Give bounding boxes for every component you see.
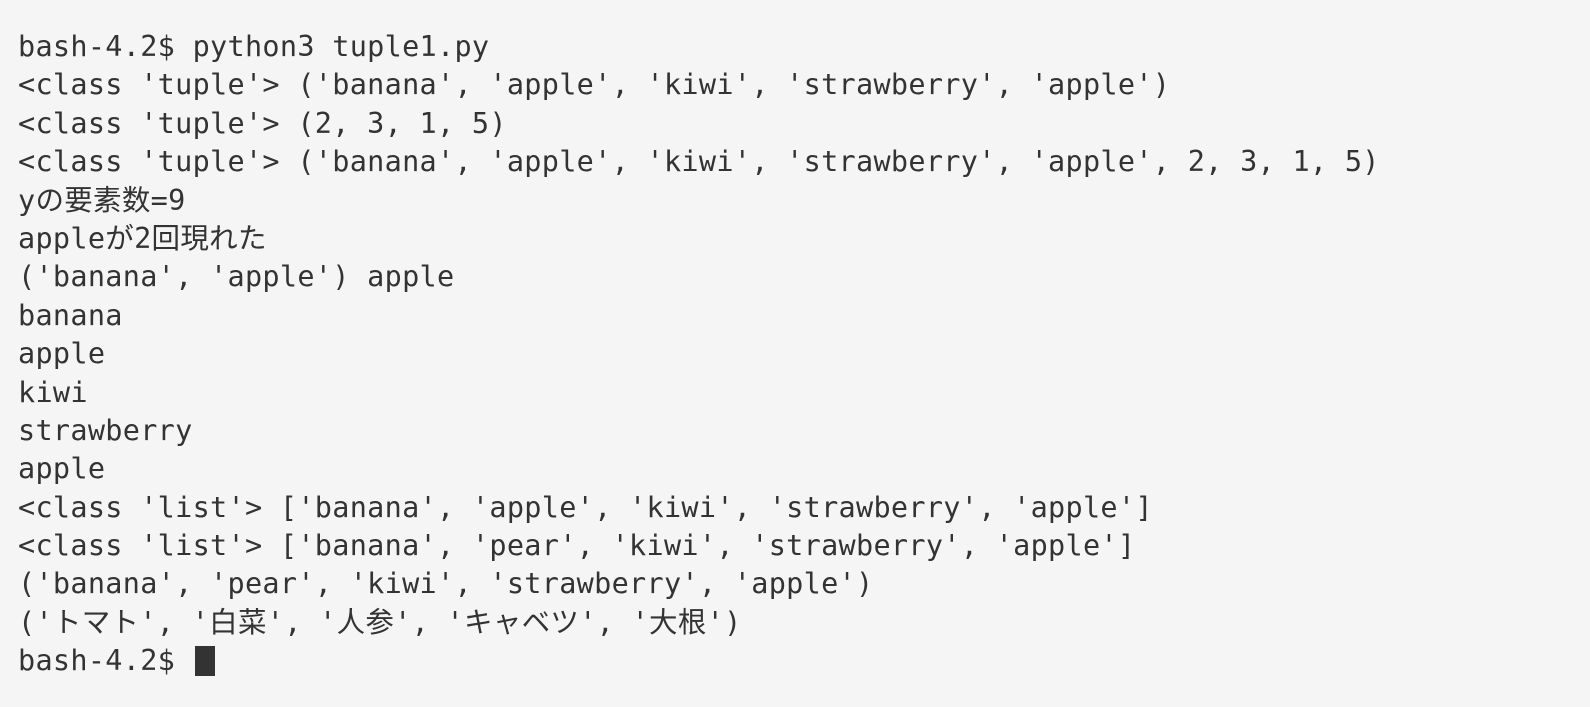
terminal-line: appleが2回現れた [18, 221, 267, 255]
terminal-line: <class 'list'> ['banana', 'apple', 'kiwi… [18, 490, 1153, 524]
terminal-line: strawberry [18, 413, 193, 447]
prompt-line[interactable]: bash-4.2$ [18, 642, 1380, 680]
terminal-line: banana [18, 298, 123, 332]
terminal-output[interactable]: bash-4.2$ python3 tuple1.py <class 'tupl… [18, 28, 1380, 681]
terminal-line: yの要素数=9 [18, 183, 186, 217]
terminal-line: apple [18, 452, 106, 486]
text-cursor [194, 646, 215, 677]
terminal-line: bash-4.2$ python3 tuple1.py [18, 30, 490, 63]
terminal-line: ('banana', 'apple') apple [18, 260, 455, 294]
terminal-line: <class 'tuple'> (2, 3, 1, 5) [18, 106, 507, 140]
terminal-line: ('banana', 'pear', 'kiwi', 'strawberry',… [18, 567, 874, 601]
shell-prompt: bash-4.2$ [18, 644, 193, 678]
terminal-line: <class 'tuple'> ('banana', 'apple', 'kiw… [18, 145, 1380, 179]
terminal-line: apple [18, 337, 106, 371]
terminal-line: ('トマト', '白菜', '人参', 'キャベツ', '大根') [18, 605, 742, 639]
terminal-line: <class 'tuple'> ('banana', 'apple', 'kiw… [18, 68, 1171, 102]
terminal-line: kiwi [18, 375, 88, 409]
terminal-line: <class 'list'> ['banana', 'pear', 'kiwi'… [18, 529, 1136, 563]
